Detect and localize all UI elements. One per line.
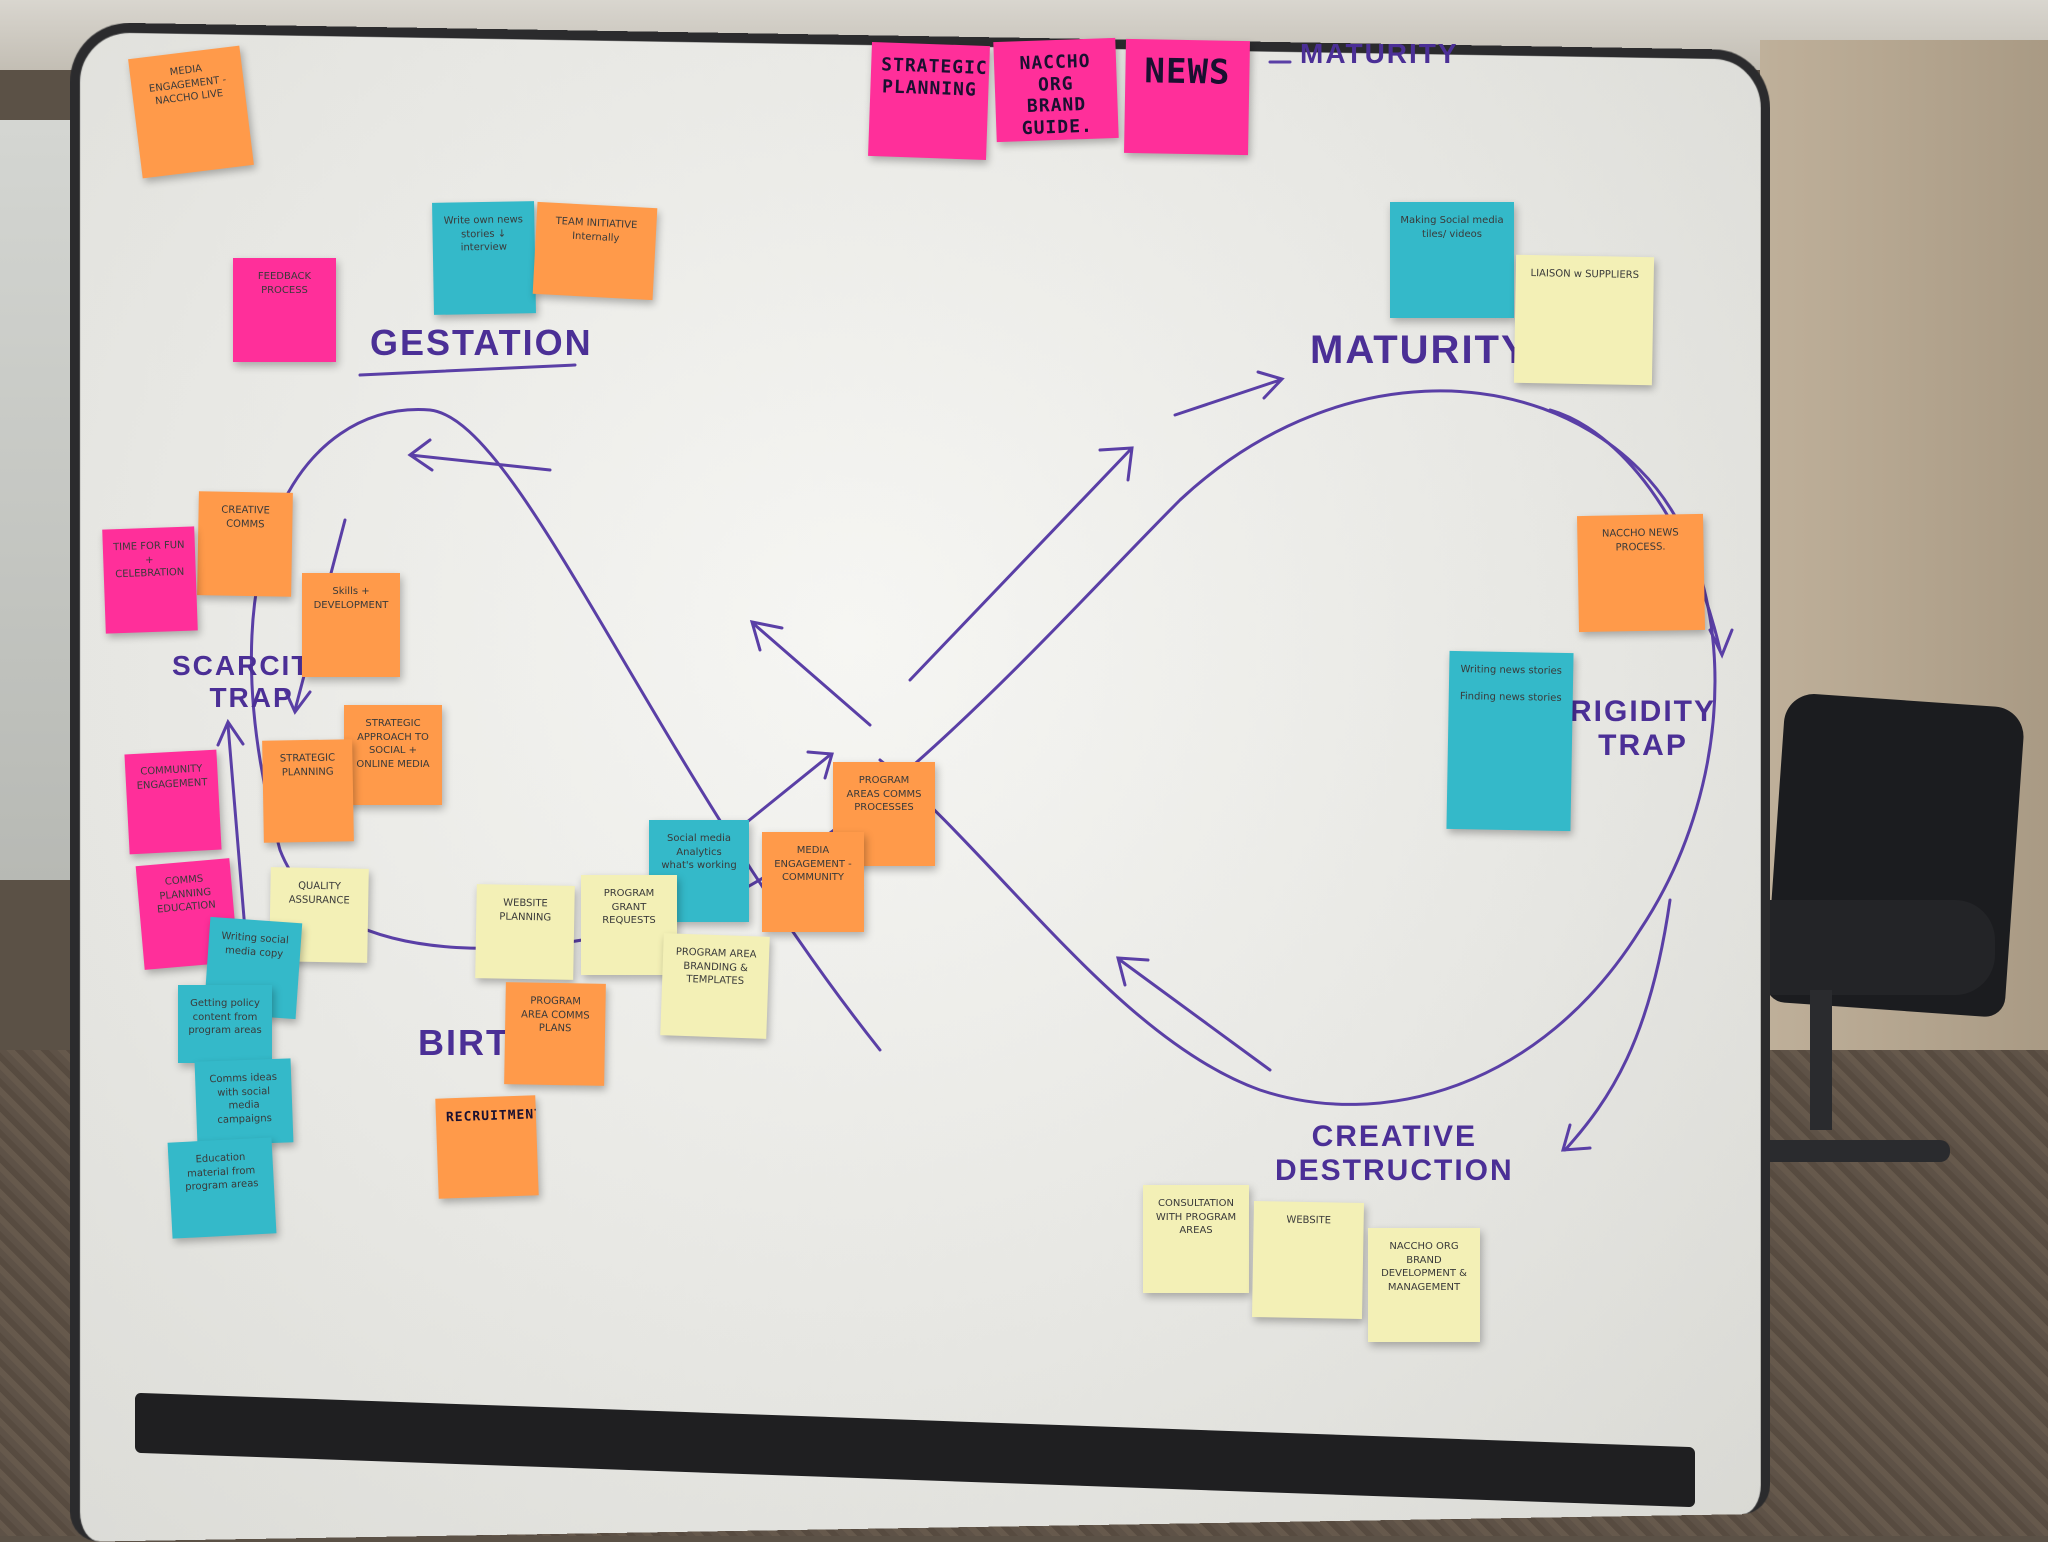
naccho-org-brand-guide-note: NACCHO ORG BRAND GUIDE.	[993, 37, 1119, 143]
program-area-branding-note: PROGRAM AREA BRANDING & TEMPLATES	[660, 933, 770, 1039]
website-planning-note: WEBSITE PLANNING	[475, 884, 575, 980]
making-social-media-note: Making Social media tiles/ videos	[1390, 202, 1514, 318]
program-grant-requests-note: PROGRAM GRANT REQUESTS	[581, 875, 677, 975]
write-own-news-note: Write own news stories ↓ interview	[432, 201, 536, 315]
time-for-fun-note: TIME FOR FUN + CELEBRATION	[102, 526, 198, 634]
media-engagement-community-note: MEDIA ENGAGEMENT - COMMUNITY	[762, 832, 864, 932]
team-initiative-note: TEAM INITIATIVE Internally	[532, 201, 658, 301]
label-rigidity-trap: RIGIDITY TRAP	[1570, 695, 1717, 762]
teal-lower-4-note: Education material from program areas	[167, 1137, 277, 1239]
consultation-program-areas-note: CONSULTATION WITH PROGRAM AREAS	[1143, 1185, 1249, 1293]
naccho-news-process-note: NACCHO NEWS PROCESS.	[1576, 513, 1706, 633]
office-chair-base	[1720, 1140, 1950, 1162]
recruitment-note: RECRUITMENT	[435, 1095, 539, 1199]
label-creative-destruction: CREATIVE DESTRUCTION	[1275, 1120, 1514, 1187]
label-maturity: MATURITY	[1310, 328, 1530, 372]
creative-comms-note: CREATIVE COMMS	[197, 491, 293, 597]
strategic-approach-note: STRATEGIC APPROACH TO SOCIAL + ONLINE ME…	[344, 705, 442, 805]
strategic-planning-top-note: STRATEGIC PLANNING	[868, 41, 990, 161]
strategic-planning-mid-note: STRATEGIC PLANNING	[262, 739, 354, 843]
program-areas-comms-plans-note: PROGRAM AREA COMMS PLANS	[504, 982, 606, 1086]
media-engagement-top-note: MEDIA ENGAGEMENT - NACCHO LIVE	[128, 45, 254, 179]
teal-lower-3-note: Comms ideas with social media campaigns	[194, 1058, 294, 1146]
label-top-maturity: MATURITY	[1300, 38, 1459, 69]
liaison-suppliers-note: LIAISON w SUPPLIERS	[1513, 254, 1655, 386]
community-engagement-note: COMMUNITY ENGAGEMENT	[124, 749, 222, 855]
website-note: WEBSITE	[1251, 1201, 1365, 1319]
skills-development-note: Skills + DEVELOPMENT	[302, 573, 400, 677]
feedback-process-note: FEEDBACK PROCESS	[233, 258, 336, 362]
naccho-org-brand-development-note: NACCHO ORG BRAND DEVELOPMENT & MANAGEMEN…	[1368, 1228, 1480, 1342]
teal-lower-2-note: Getting policy content from program area…	[178, 985, 272, 1063]
news-note: NEWS	[1124, 38, 1250, 156]
office-chair-pole	[1810, 990, 1832, 1130]
writing-news-stories-note: Writing news stories Finding news storie…	[1446, 650, 1574, 832]
label-gestation: GESTATION	[370, 322, 593, 363]
